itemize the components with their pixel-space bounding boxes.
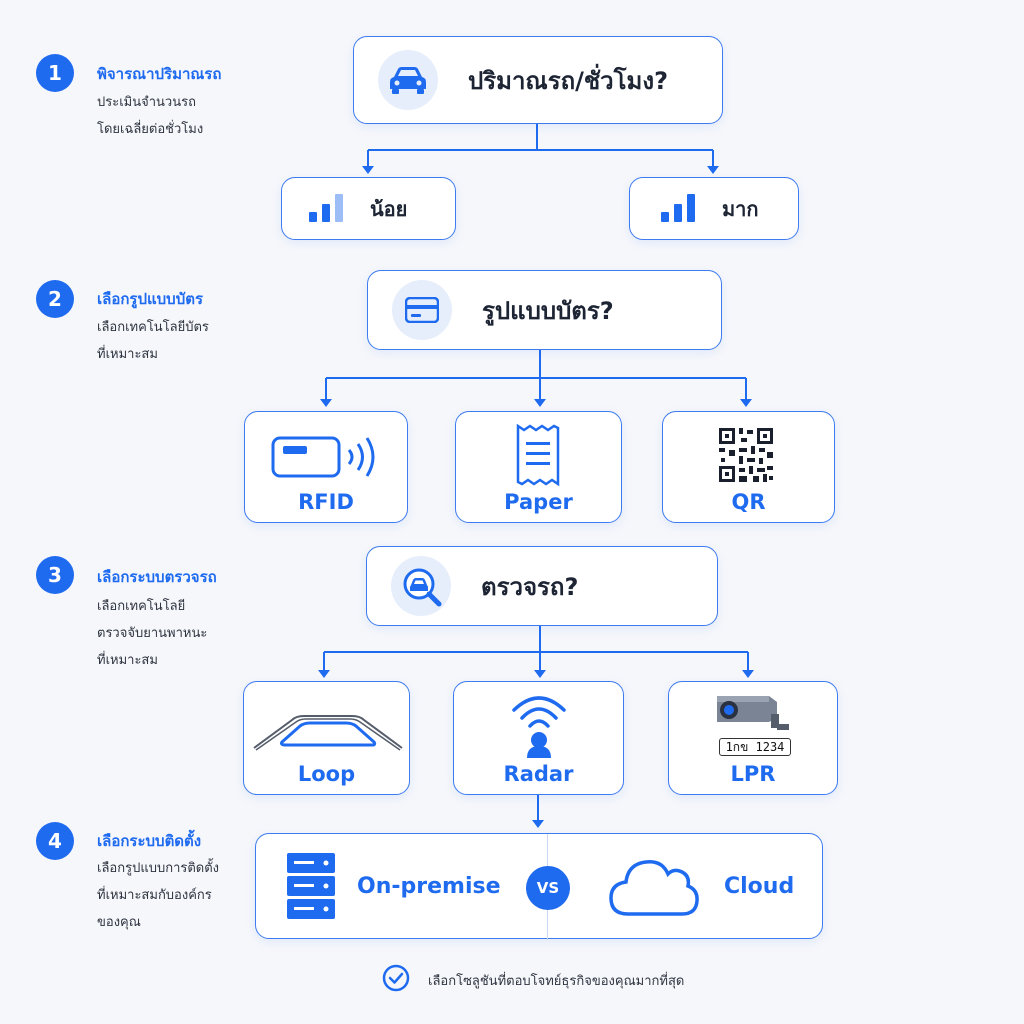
step-desc-line: เลือกเทคโนโลยี <box>97 599 186 614</box>
step-number-3: 3 <box>36 556 74 594</box>
footer-text: เลือกโซลูชันที่ตอบโจทย์ธุรกิจของคุณมากที… <box>428 973 685 989</box>
card-option-rfid-label: RFID <box>298 490 354 514</box>
license-plate: 1กข 1234 <box>719 738 791 756</box>
card-option-qr[interactable]: QR <box>662 411 835 523</box>
check-circle-icon <box>382 964 410 996</box>
lpr-camera-icon <box>713 688 791 736</box>
detect-option-radar[interactable]: Radar <box>453 681 624 795</box>
server-rack-icon[interactable] <box>286 852 336 924</box>
card-option-paper-label: Paper <box>504 490 573 514</box>
card-icon <box>392 280 452 340</box>
vs-badge: VS <box>526 866 570 910</box>
volume-question-box: ปริมาณรถ/ชั่วโมง? <box>353 36 723 124</box>
detect-option-lpr[interactable]: 1กข 1234 LPR <box>668 681 838 795</box>
step-desc-1: ประเมินจำนวนรถ โดยเฉลี่ยต่อชั่วโมง <box>97 89 203 143</box>
on-premise-label[interactable]: On-premise <box>357 874 501 899</box>
step-desc-line: โดยเฉลี่ยต่อชั่วโมง <box>97 122 204 137</box>
step-desc-line: ที่เหมาะสม <box>97 653 158 668</box>
cloud-label[interactable]: Cloud <box>724 874 795 899</box>
detect-option-radar-label: Radar <box>503 762 574 786</box>
step-title-4: เลือกระบบติดตั้ง <box>97 832 202 850</box>
volume-question-text: ปริมาณรถ/ชั่วโมง? <box>468 66 668 95</box>
step-desc-line: ประเมินจำนวนรถ <box>97 95 196 110</box>
step-title-1: พิจารณาปริมาณรถ <box>97 65 222 83</box>
card-option-paper[interactable]: Paper <box>455 411 622 523</box>
detect-question-text: ตรวจรถ? <box>481 572 579 601</box>
car-search-icon <box>391 556 451 616</box>
signal-low-icon <box>308 192 346 226</box>
step-desc-line: ของคุณ <box>97 915 141 930</box>
card-option-rfid[interactable]: RFID <box>244 411 408 523</box>
volume-option-low-label: น้อย <box>370 196 408 221</box>
card-question-text: รูปแบบบัตร? <box>482 296 614 325</box>
volume-option-high[interactable]: มาก <box>629 177 799 240</box>
loop-detector-icon <box>252 708 404 756</box>
detect-option-lpr-label: LPR <box>730 762 776 786</box>
step-desc-line: ตรวจจับยานพาหนะ <box>97 626 208 641</box>
step-desc-3: เลือกเทคโนโลยี ตรวจจับยานพาหนะ ที่เหมาะส… <box>97 593 207 674</box>
car-icon <box>378 50 438 110</box>
step-title-2: เลือกรูปแบบบัตร <box>97 290 204 308</box>
cloud-icon[interactable] <box>608 852 700 922</box>
step-number-1: 1 <box>36 54 74 92</box>
signal-high-icon <box>660 192 698 226</box>
step-desc-line: ที่เหมาะสม <box>97 347 158 362</box>
paper-ticket-icon <box>514 423 562 492</box>
step-desc-2: เลือกเทคโนโลยีบัตร ที่เหมาะสม <box>97 314 209 368</box>
step-desc-line: ที่เหมาะสมกับองค์กร <box>97 888 212 903</box>
detect-option-loop-label: Loop <box>297 762 356 786</box>
step-desc-line: เลือกรูปแบบการติดตั้ง <box>97 861 220 876</box>
footer: เลือกโซลูชันที่ตอบโจทย์ธุรกิจของคุณมากที… <box>382 964 684 996</box>
step-desc-line: เลือกเทคโนโลยีบัตร <box>97 320 209 335</box>
card-option-qr-label: QR <box>731 490 766 514</box>
step-number-2: 2 <box>36 280 74 318</box>
step-number-4: 4 <box>36 822 74 860</box>
radar-icon <box>510 688 568 762</box>
card-question-box: รูปแบบบัตร? <box>367 270 722 350</box>
volume-option-low[interactable]: น้อย <box>281 177 456 240</box>
detect-question-box: ตรวจรถ? <box>366 546 718 626</box>
volume-option-high-label: มาก <box>722 196 759 221</box>
step-title-3: เลือกระบบตรวจรถ <box>97 568 217 586</box>
rfid-card-icon <box>271 432 381 488</box>
detect-option-loop[interactable]: Loop <box>243 681 410 795</box>
step-desc-4: เลือกรูปแบบการติดตั้ง ที่เหมาะสมกับองค์ก… <box>97 855 219 936</box>
deployment-box: On-premise VS Cloud <box>255 833 823 940</box>
qr-code-icon <box>717 426 775 488</box>
